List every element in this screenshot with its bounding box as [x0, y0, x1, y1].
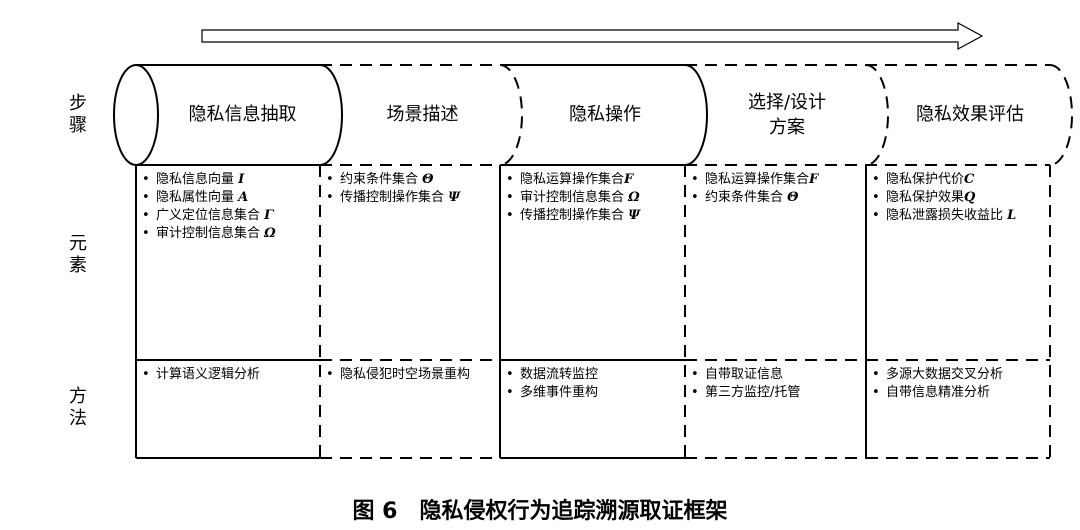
elements-cell-4: 隐私运算操作集合F 约束条件集合 Θ	[689, 172, 865, 208]
elements-cell-3: 隐私运算操作集合F 审计控制信息集合 Ω 传播控制操作集合 Ψ	[504, 172, 683, 226]
list-item: 计算语义逻辑分析	[140, 367, 318, 383]
stage-title-line-1: 选择/设计	[747, 92, 827, 113]
list-item: 隐私泄露损失收益比 L	[870, 208, 1046, 224]
row-label-elements-char-2: 素	[69, 255, 87, 276]
methods-cell-3: 数据流转监控 多维事件重构	[504, 367, 683, 403]
stage-title-select-design-scheme: 选择/设计 方案	[708, 90, 866, 140]
stage-title-privacy-operation: 隐私操作	[569, 104, 641, 125]
row-label-steps-char-1: 步	[69, 93, 87, 114]
cylinder-left-cap	[113, 64, 159, 166]
stage-title-privacy-extraction: 隐私信息抽取	[188, 104, 297, 125]
figure-caption: 图 6 隐私侵权行为追踪溯源取证框架	[352, 499, 728, 524]
list-item: 隐私属性向量 A	[140, 190, 318, 206]
methods-cell-5: 多源大数据交叉分析 自带信息精准分析	[870, 367, 1046, 403]
row-label-steps: 步 骤	[68, 95, 88, 135]
list-item: 传播控制操作集合 Ψ	[324, 190, 498, 206]
list-item: 审计控制信息集合 Ω	[140, 226, 318, 242]
list-item: 第三方监控/托管	[689, 385, 865, 401]
steps-cylinder	[113, 64, 1073, 166]
stage-title-scene-description: 场景描述	[386, 104, 459, 125]
list-item: 数据流转监控	[504, 367, 683, 383]
list-item: 多维事件重构	[504, 385, 683, 401]
methods-cell-2: 隐私侵犯时空场景重构	[324, 367, 496, 385]
row-label-methods-char-2: 法	[69, 408, 87, 429]
list-item: 隐私保护效果Q	[870, 190, 1046, 206]
row-label-methods-char-1: 方	[69, 386, 87, 407]
list-item: 约束条件集合 Θ	[324, 172, 498, 188]
list-item: 隐私信息向量 I	[140, 172, 318, 188]
list-item: 审计控制信息集合 Ω	[504, 190, 683, 206]
list-item: 广义定位信息集合 Γ	[140, 208, 318, 224]
stage-title-privacy-effect-evaluation: 隐私效果评估	[916, 104, 1024, 125]
list-item: 自带信息精准分析	[870, 385, 1046, 401]
list-item: 隐私运算操作集合F	[504, 172, 683, 188]
methods-cell-1: 计算语义逻辑分析	[140, 367, 318, 385]
list-item: 隐私运算操作集合F	[689, 172, 865, 188]
stage-title-line-2: 方案	[769, 117, 805, 138]
list-item: 自带取证信息	[689, 367, 865, 383]
list-item: 隐私侵犯时空场景重构	[324, 367, 496, 383]
elements-cell-5: 隐私保护代价C 隐私保护效果Q 隐私泄露损失收益比 L	[870, 172, 1046, 226]
list-item: 隐私保护代价C	[870, 172, 1046, 188]
row-label-elements-char-1: 元	[69, 233, 87, 254]
methods-cell-4: 自带取证信息 第三方监控/托管	[689, 367, 865, 403]
row-label-methods: 方 法	[68, 388, 88, 428]
row-label-elements: 元 素	[68, 235, 88, 275]
elements-cell-1: 隐私信息向量 I 隐私属性向量 A 广义定位信息集合 Γ 审计控制信息集合 Ω	[140, 172, 318, 244]
row-label-steps-char-2: 骤	[69, 115, 87, 136]
process-arrow	[201, 21, 984, 51]
list-item: 传播控制操作集合 Ψ	[504, 208, 683, 224]
elements-methods-grid	[135, 165, 1051, 459]
elements-cell-2: 约束条件集合 Θ 传播控制操作集合 Ψ	[324, 172, 498, 208]
list-item: 约束条件集合 Θ	[689, 190, 865, 206]
list-item: 多源大数据交叉分析	[870, 367, 1046, 383]
